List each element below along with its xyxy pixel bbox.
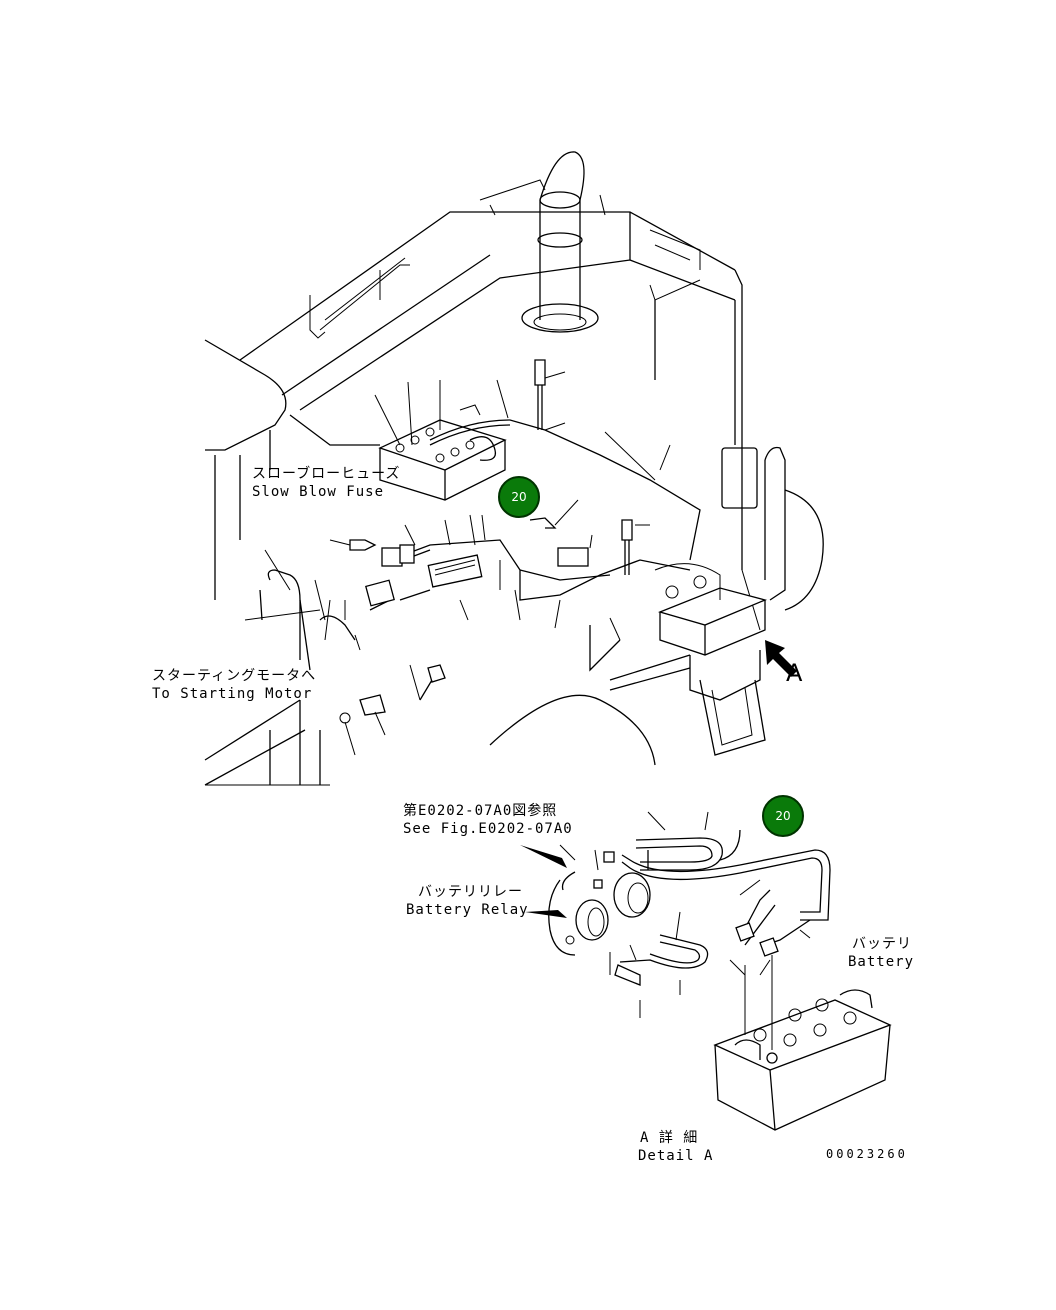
slow-blow-fuse-label-en: Slow Blow Fuse — [252, 484, 385, 500]
right-battery — [654, 563, 768, 756]
battery-label-en: Battery — [848, 954, 915, 970]
bolts — [339, 359, 633, 724]
drawing-number: 00023260 — [826, 1147, 908, 1161]
left-battery — [378, 404, 507, 501]
leader-lines-detail — [520, 811, 811, 1018]
slow-blow-fuse-label-jp: スローブローヒューズ — [252, 466, 401, 482]
leader-lines-upper — [244, 371, 671, 756]
starting-motor-label-en: To Starting Motor — [152, 686, 313, 702]
part-callout-20-detail[interactable]: 20 — [762, 795, 804, 837]
starting-motor-label-jp: スターティングモータへ — [152, 668, 317, 684]
exhaust-stack — [521, 151, 599, 333]
frame-chassis — [204, 625, 691, 786]
detail-a-title-en: Detail A — [638, 1148, 714, 1164]
detail-a-relay — [548, 851, 651, 956]
right-handrail — [721, 446, 824, 631]
battery-relay-label-en: Battery Relay — [406, 902, 529, 918]
battery-relay-label-jp: バッテリリレー — [418, 884, 523, 900]
detail-a-title-jp: A 詳 細 — [640, 1130, 699, 1146]
view-a-label: A — [786, 659, 803, 687]
see-fig-label-jp: 第E0202-07A0図参照 — [403, 803, 558, 819]
battery-label-jp: バッテリ — [852, 936, 912, 952]
fuse-block — [365, 544, 589, 607]
detail-a-battery — [713, 955, 892, 1131]
hood-outline — [204, 179, 743, 600]
see-fig-label-en: See Fig.E0202-07A0 — [403, 821, 573, 837]
part-callout-20[interactable]: 20 — [498, 476, 540, 518]
view-arrow-a — [765, 640, 797, 677]
detail-a-cables — [614, 829, 831, 986]
